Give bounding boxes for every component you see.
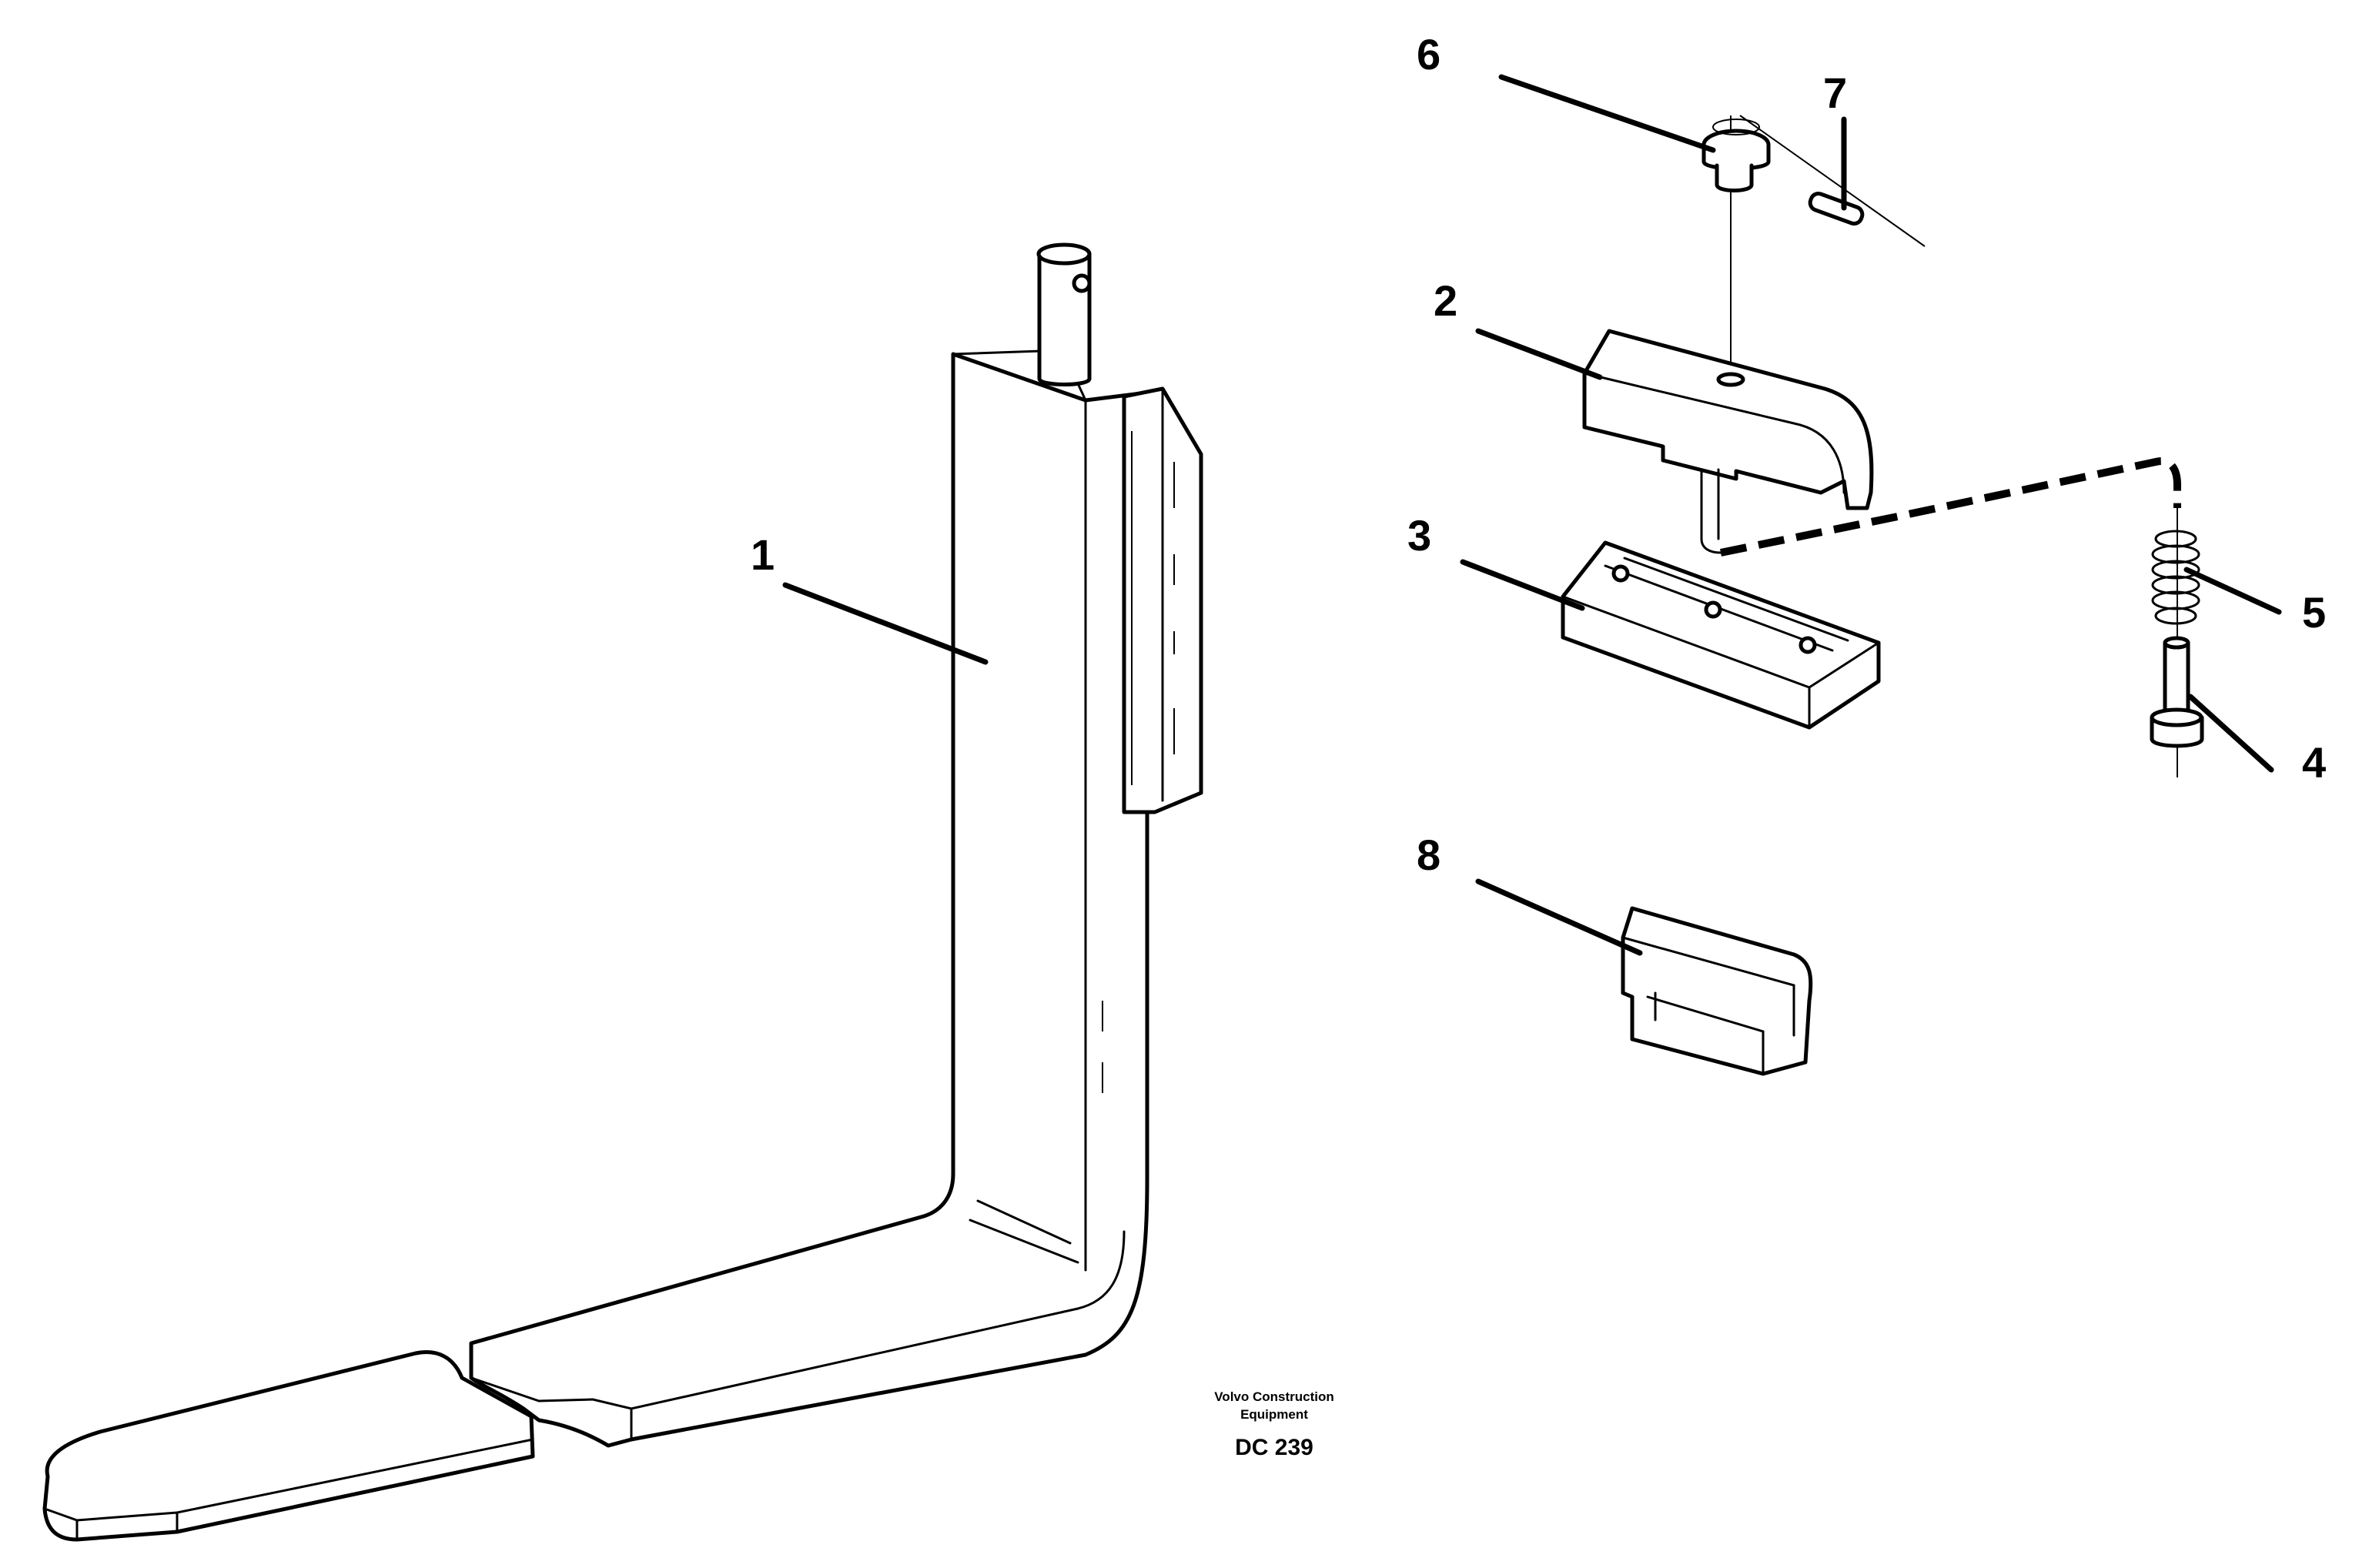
bracket-part-8 (1621, 906, 1813, 1076)
leader-1 (782, 582, 989, 665)
bracket-part-2 (1582, 329, 1874, 554)
diagram-caption: Volvo Construction Equipment DC 239 (1214, 1389, 1334, 1460)
callout-8: 8 (1417, 831, 1440, 879)
callout-1: 1 (751, 530, 775, 579)
bracket-part-3 (1561, 540, 1881, 730)
leader-2 (1475, 328, 1603, 380)
callout-2: 2 (1434, 276, 1457, 325)
callout-7: 7 (1823, 69, 1847, 117)
callout-labels: 1 2 3 4 5 6 7 8 (751, 30, 2326, 879)
pin-part-6 (1701, 115, 1926, 362)
leader-8 (1475, 878, 1643, 956)
caption-code: DC 239 (1235, 1435, 1313, 1460)
leader-5 (2183, 567, 2282, 615)
caption-line-2: Equipment (1240, 1407, 1308, 1422)
callout-5: 5 (2302, 588, 2326, 637)
assembly-guide-line (1719, 457, 2181, 557)
leader-3 (1460, 559, 1585, 611)
caption-line-1: Volvo Construction (1214, 1389, 1334, 1404)
fork-body (469, 352, 1149, 1448)
fork-top-pin (1037, 252, 1092, 386)
leader-4 (2187, 694, 2274, 773)
fork-tip (42, 1350, 535, 1542)
leader-lines (782, 74, 2282, 956)
callout-3: 3 (1407, 511, 1431, 560)
callout-6: 6 (1417, 30, 1440, 79)
fork-part-1 (42, 242, 1203, 1542)
stud-part-4 (2150, 636, 2204, 748)
cotter-part-7 (1808, 192, 1865, 226)
leader-6 (1498, 74, 1716, 153)
callout-4: 4 (2302, 738, 2326, 787)
